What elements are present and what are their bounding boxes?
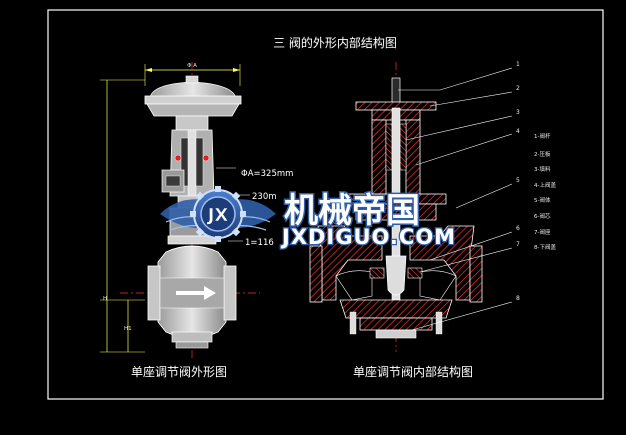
legend-item: 8-下阀盖 — [534, 243, 556, 251]
legend-item: 7-阀座 — [534, 228, 551, 236]
callout-1: 1 — [516, 61, 520, 68]
legend-item: 6-阀芯 — [534, 212, 551, 220]
watermark-logo: JX 机械帝国 JXDIGUO.COM — [160, 186, 456, 250]
legend-item: 2-压板 — [534, 150, 551, 158]
watermark-emblem-text: JX — [206, 205, 229, 226]
callout-5: 5 — [516, 177, 520, 184]
drawing-title: 三 阀的外形内部结构图 — [273, 35, 397, 50]
dim-height: 1=116 — [245, 238, 274, 248]
callout-leaders — [398, 67, 513, 331]
legend-item: 1-阀杆 — [534, 132, 551, 140]
dim-diaphragm: ΦA=325mm — [241, 169, 293, 179]
dim-h: H — [103, 296, 107, 302]
dim-stroke: 230m — [252, 192, 277, 202]
drawing-frame — [47, 9, 604, 400]
watermark-en: JXDIGUO.COM — [280, 225, 456, 249]
callout-2: 2 — [516, 85, 520, 92]
callout-7: 7 — [516, 241, 520, 248]
dim-h1: H1 — [124, 326, 132, 332]
callout-3: 3 — [516, 109, 520, 116]
caption-external-view: 单座调节阀外形图 — [131, 364, 227, 379]
valve-section-view — [309, 62, 483, 352]
legend-item: 4-上阀盖 — [534, 181, 556, 189]
legend-item: 5-阀体 — [534, 196, 551, 204]
callout-4: 4 — [516, 128, 520, 135]
parts-legend: 1-阀杆 2-压板 3-填料 4-上阀盖 5-阀体 6-阀芯 7-阀座 8-下阀… — [534, 132, 556, 251]
caption-section-view: 单座调节阀内部结构图 — [353, 364, 473, 379]
callout-6: 6 — [516, 225, 520, 232]
callout-8: 8 — [516, 295, 520, 302]
watermark-cn: 机械帝国 — [284, 191, 420, 231]
legend-item: 3-填料 — [534, 165, 551, 173]
